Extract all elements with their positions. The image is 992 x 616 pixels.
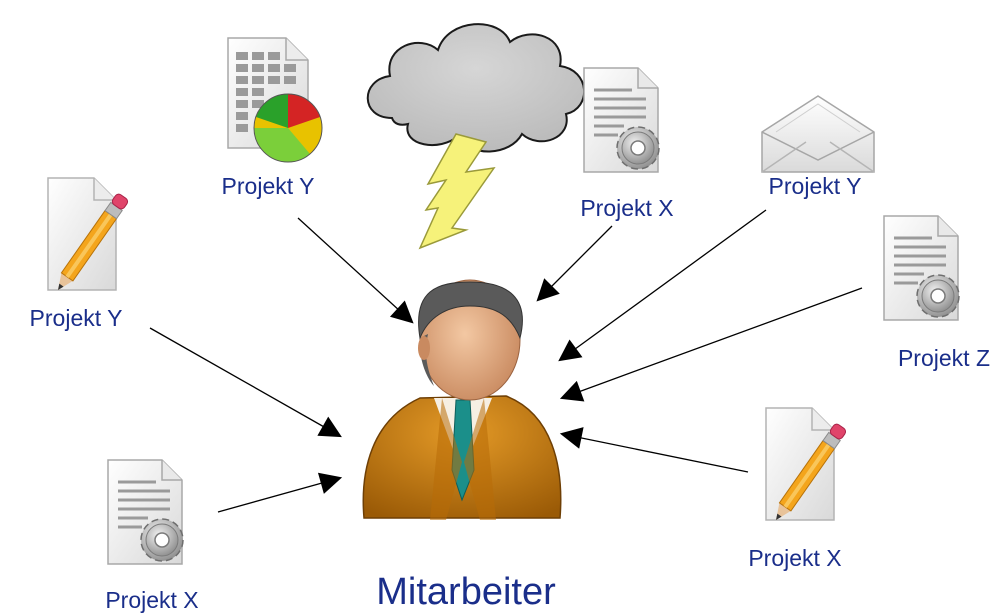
settings-document-icon <box>582 66 661 174</box>
pencil-document-icon <box>47 177 130 295</box>
storm-cloud-icon <box>366 23 585 153</box>
settings-document-icon <box>882 214 961 322</box>
project-label: Projekt X <box>105 587 198 613</box>
center-label: Mitarbeiter <box>376 571 556 613</box>
envelope-icon <box>761 95 875 173</box>
project-label: Projekt Y <box>769 173 862 199</box>
project-label: Projekt X <box>748 545 841 571</box>
arrow-p1 <box>297 217 414 324</box>
pencil-document-icon <box>765 407 848 525</box>
project-label: Projekt Y <box>30 305 123 331</box>
settings-document-icon <box>106 458 185 566</box>
arrow-p2 <box>536 225 613 302</box>
lightning-bolt-icon <box>418 133 496 250</box>
arrow-group <box>149 209 863 513</box>
project-label: Projekt Y <box>222 173 315 199</box>
arrow-p3 <box>558 209 767 362</box>
arrow-p5 <box>559 287 863 402</box>
arrow-p7 <box>217 472 343 513</box>
person-icon <box>362 279 562 520</box>
arrow-p6 <box>559 427 749 473</box>
project-label: Projekt X <box>580 195 673 221</box>
arrow-p4 <box>149 327 342 438</box>
spreadsheet-chart-icon <box>227 37 323 163</box>
project-label: Projekt Z <box>898 345 990 371</box>
